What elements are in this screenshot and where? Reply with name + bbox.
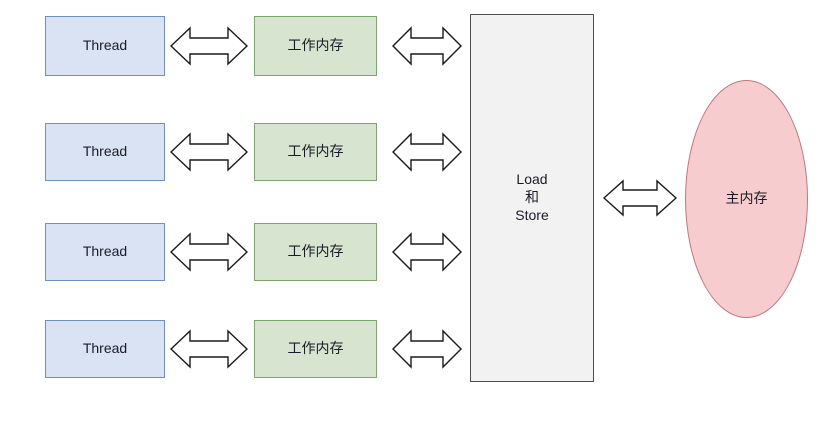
double-headed-arrow-icon-thread-to-working-memory-2 [170,132,248,172]
thread-box-2[interactable]: Thread [45,123,165,181]
working-memory-label-1: 工作内存 [287,37,344,54]
thread-label-3: Thread [82,243,128,260]
working-memory-box-4[interactable]: 工作内存 [254,320,377,378]
double-headed-arrow-icon-working-memory-to-load-store-4 [392,329,462,369]
double-headed-arrow-icon-thread-to-working-memory-4 [170,329,248,369]
working-memory-box-3[interactable]: 工作内存 [254,223,377,281]
thread-box-1[interactable]: Thread [45,16,165,76]
working-memory-label-2: 工作内存 [287,143,344,160]
double-headed-arrow-icon-thread-to-working-memory-3 [170,232,248,272]
working-memory-box-2[interactable]: 工作内存 [254,123,377,181]
thread-box-3[interactable]: Thread [45,223,165,281]
thread-label-1: Thread [82,37,128,54]
working-memory-box-1[interactable]: 工作内存 [254,16,377,76]
main-memory-label: 主内存 [725,190,768,207]
working-memory-label-3: 工作内存 [287,243,344,260]
thread-box-4[interactable]: Thread [45,320,165,378]
load-store-box[interactable]: Load 和 Store [470,14,594,382]
load-store-label: Load 和 Store [515,171,549,223]
double-headed-arrow-icon-working-memory-to-load-store-3 [392,232,462,272]
double-headed-arrow-icon-load-store-to-main-memory [603,179,677,217]
double-headed-arrow-icon-working-memory-to-load-store-2 [392,132,462,172]
double-headed-arrow-icon-working-memory-to-load-store-1 [392,26,462,66]
thread-label-2: Thread [82,143,128,160]
working-memory-label-4: 工作内存 [287,340,344,357]
thread-label-4: Thread [82,340,128,357]
main-memory-ellipse[interactable]: 主内存 [685,80,808,318]
double-headed-arrow-icon-thread-to-working-memory-1 [170,26,248,66]
